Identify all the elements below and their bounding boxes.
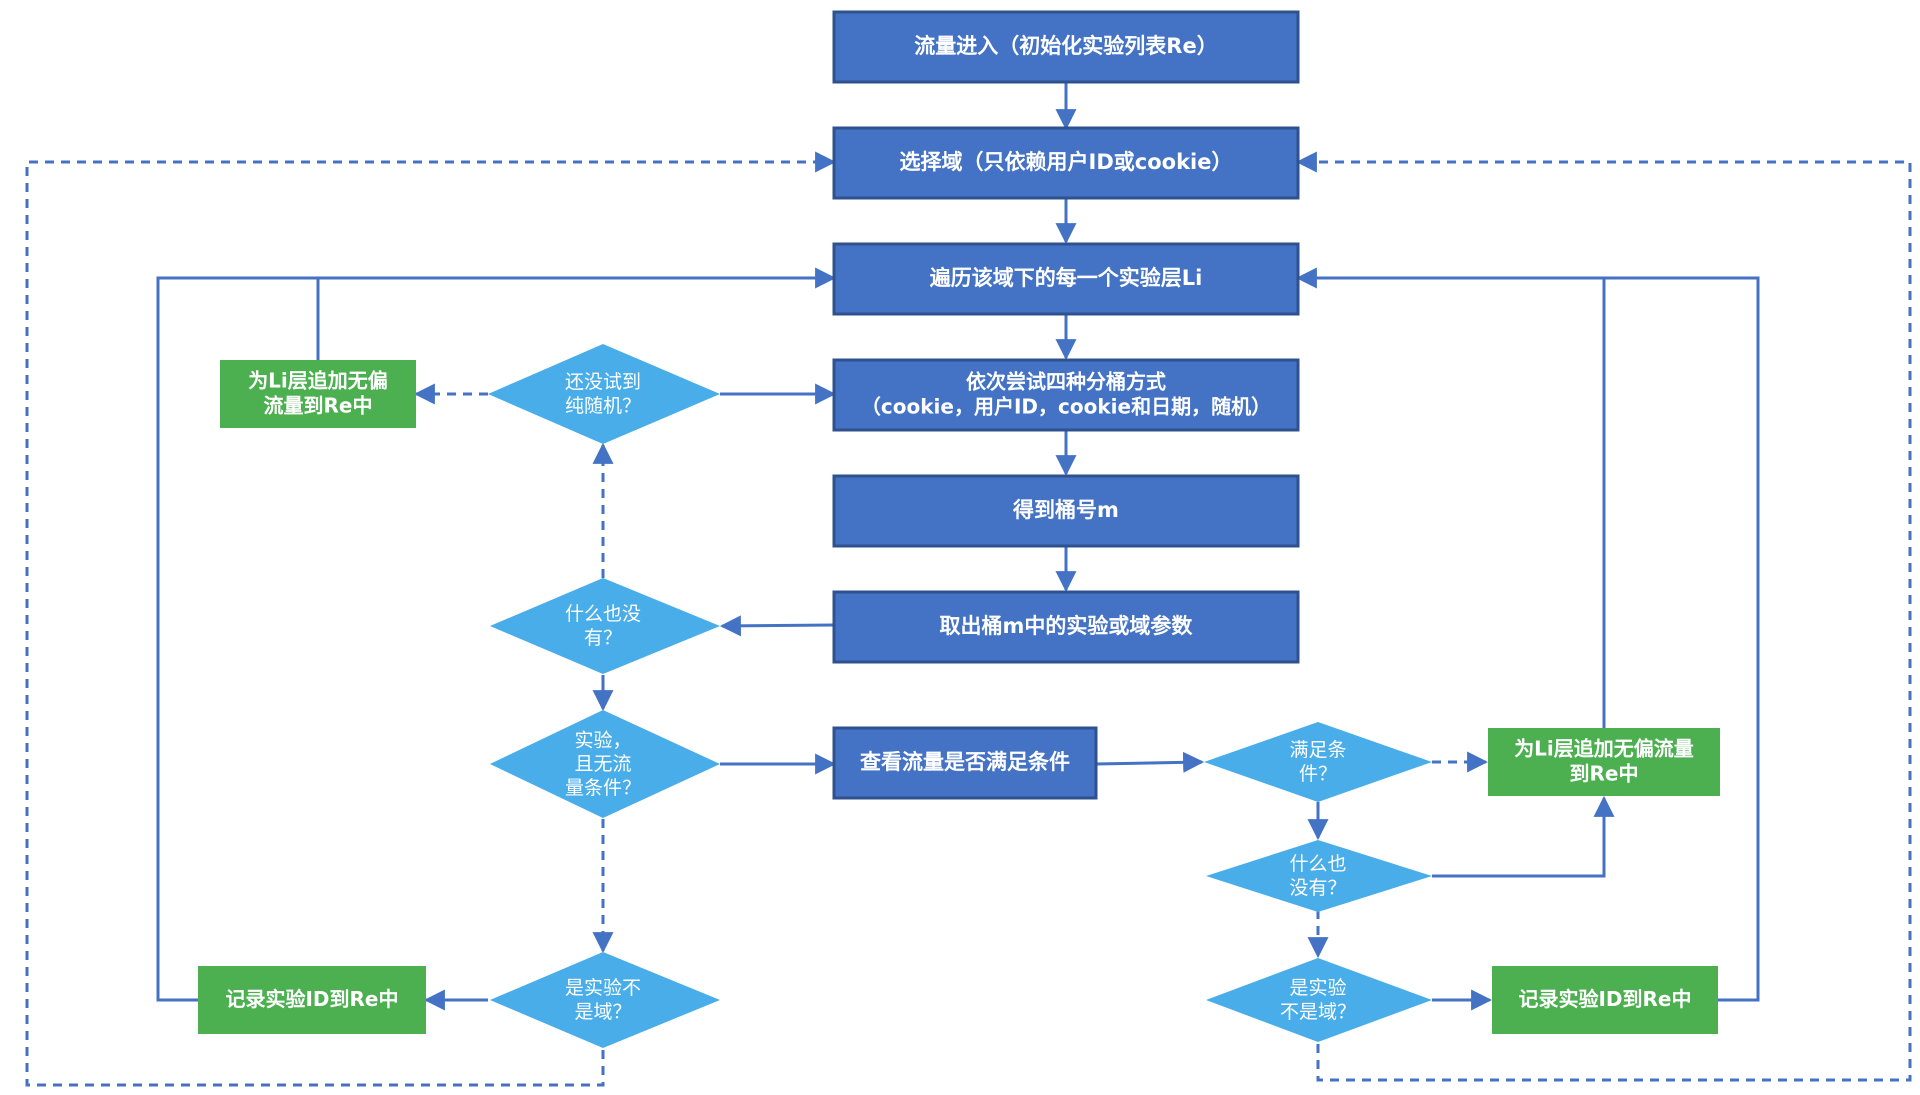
label-line: 流量到Re中 bbox=[264, 393, 373, 417]
node-iterate-layers: 遍历该域下的每一个实验层Li bbox=[832, 242, 1300, 316]
node-take-params: 取出桶m中的实验或域参数 bbox=[832, 590, 1300, 664]
node-check-condition: 查看流量是否满足条件 bbox=[832, 726, 1098, 800]
edge-unbiased-left-to-iterate bbox=[316, 267, 837, 360]
node-unbiased-right: 为Li层追加无偏流量到Re中 bbox=[1488, 728, 1720, 796]
decision-not-random-yet: 还没试到纯随机？ bbox=[488, 344, 720, 444]
node-take-params-label: 取出桶m中的实验或域参数 bbox=[940, 614, 1194, 638]
node-start: 流量进入（初始化实验列表Re） bbox=[832, 10, 1300, 84]
decision-meets-condition: 满足条件？ bbox=[1204, 722, 1432, 802]
node-try-bucketing: 依次尝试四种分桶方式（cookie，用户ID，cookie和日期，随机） bbox=[832, 358, 1300, 432]
node-unbiased-right-label: 为Li层追加无偏流量到Re中 bbox=[1514, 736, 1694, 785]
label-line: 为Li层追加无偏流量 bbox=[1514, 736, 1694, 760]
node-start-label: 流量进入（初始化实验列表Re） bbox=[914, 34, 1217, 58]
decision-not-random-yet-label: 还没试到纯随机？ bbox=[565, 371, 641, 417]
edge-unbiased-right-to-iterate bbox=[1295, 267, 1606, 728]
node-record-right-label: 记录实验ID到Re中 bbox=[1518, 987, 1691, 1011]
label-line: 遍历该域下的每一个实验层Li bbox=[930, 266, 1203, 290]
label-line: 到Re中 bbox=[1570, 761, 1639, 785]
connectors bbox=[25, 82, 1912, 1087]
edge-record-left-to-iterate bbox=[156, 276, 318, 1002]
label-line: 量条件？ bbox=[565, 776, 641, 798]
label-line: 满足条 bbox=[1289, 739, 1346, 761]
decision-is-experiment-left: 是实验不是域？ bbox=[490, 952, 720, 1048]
edge-nothing-right-to-unbiased bbox=[1432, 795, 1615, 878]
nodes: 流量进入（初始化实验列表Re） 选择域（只依赖用户ID或cookie） 遍历该域… bbox=[198, 10, 1720, 1048]
node-unbiased-left: 为Li层追加无偏流量到Re中 bbox=[220, 360, 416, 428]
label-line: 查看流量是否满足条件 bbox=[860, 750, 1070, 774]
decision-is-experiment-left-label: 是实验不是域？ bbox=[565, 977, 641, 1023]
label-line: 且无流 bbox=[574, 753, 631, 775]
label-line: 为Li层追加无偏 bbox=[248, 368, 388, 392]
label-line: 是实验不 bbox=[565, 977, 641, 999]
decision-is-experiment-right: 是实验不是域？ bbox=[1206, 958, 1432, 1042]
edge-record-right-to-iterate bbox=[1604, 276, 1760, 1002]
node-record-left: 记录实验ID到Re中 bbox=[198, 966, 426, 1034]
label-line: 什么也 bbox=[1289, 853, 1346, 875]
label-line: 件？ bbox=[1299, 762, 1337, 784]
node-unbiased-left-label: 为Li层追加无偏流量到Re中 bbox=[248, 368, 388, 417]
decision-nothing-left-label: 什么也没有？ bbox=[565, 603, 641, 649]
edge-isexp-left-loop-to-select bbox=[25, 151, 837, 1087]
label-line: 什么也没 bbox=[565, 603, 641, 625]
edge-take-to-nothing-left bbox=[719, 615, 835, 637]
label-line: 记录实验ID到Re中 bbox=[1518, 987, 1691, 1011]
label-line: 是实验 bbox=[1289, 977, 1346, 999]
label-line: （cookie，用户ID，cookie和日期，随机） bbox=[861, 394, 1271, 418]
label-line: 有？ bbox=[584, 626, 622, 648]
decision-nothing-right-label: 什么也没有？ bbox=[1289, 853, 1346, 899]
edge-check-to-meets bbox=[1095, 751, 1205, 773]
label-line: 还没试到 bbox=[565, 371, 641, 393]
decision-nothing-right: 什么也没有？ bbox=[1206, 840, 1432, 912]
label-line: 取出桶m中的实验或域参数 bbox=[940, 614, 1194, 638]
label-line: 是域？ bbox=[574, 1000, 631, 1022]
label-line: 没有？ bbox=[1289, 876, 1346, 898]
node-get-bucket-label: 得到桶号m bbox=[1012, 498, 1119, 522]
node-select-domain-label: 选择域（只依赖用户ID或cookie） bbox=[900, 150, 1233, 174]
node-check-condition-label: 查看流量是否满足条件 bbox=[860, 750, 1070, 774]
decision-meets-condition-label: 满足条件？ bbox=[1289, 739, 1346, 785]
label-line: 得到桶号m bbox=[1012, 498, 1119, 522]
label-line: 选择域（只依赖用户ID或cookie） bbox=[900, 150, 1233, 174]
label-line: 不是域？ bbox=[1280, 1000, 1356, 1022]
label-line: 实验， bbox=[574, 729, 631, 751]
decision-experiment-no-condition-label: 实验，且无流量条件？ bbox=[565, 729, 641, 799]
node-get-bucket: 得到桶号m bbox=[832, 474, 1300, 548]
label-line: 流量进入（初始化实验列表Re） bbox=[914, 34, 1217, 58]
node-record-right: 记录实验ID到Re中 bbox=[1492, 966, 1718, 1034]
label-line: 纯随机？ bbox=[565, 394, 641, 416]
node-iterate-layers-label: 遍历该域下的每一个实验层Li bbox=[930, 266, 1203, 290]
label-line: 依次尝试四种分桶方式 bbox=[966, 369, 1166, 393]
node-try-bucketing-label: 依次尝试四种分桶方式（cookie，用户ID，cookie和日期，随机） bbox=[861, 369, 1271, 418]
decision-experiment-no-condition: 实验，且无流量条件？ bbox=[490, 710, 720, 818]
label-line: 记录实验ID到Re中 bbox=[225, 987, 398, 1011]
edge-isexp-right-loop-to-select bbox=[1295, 151, 1912, 1082]
decision-is-experiment-right-label: 是实验不是域？ bbox=[1280, 977, 1356, 1023]
decision-nothing-left: 什么也没有？ bbox=[490, 578, 720, 674]
node-select-domain: 选择域（只依赖用户ID或cookie） bbox=[832, 126, 1300, 200]
node-record-left-label: 记录实验ID到Re中 bbox=[225, 987, 398, 1011]
